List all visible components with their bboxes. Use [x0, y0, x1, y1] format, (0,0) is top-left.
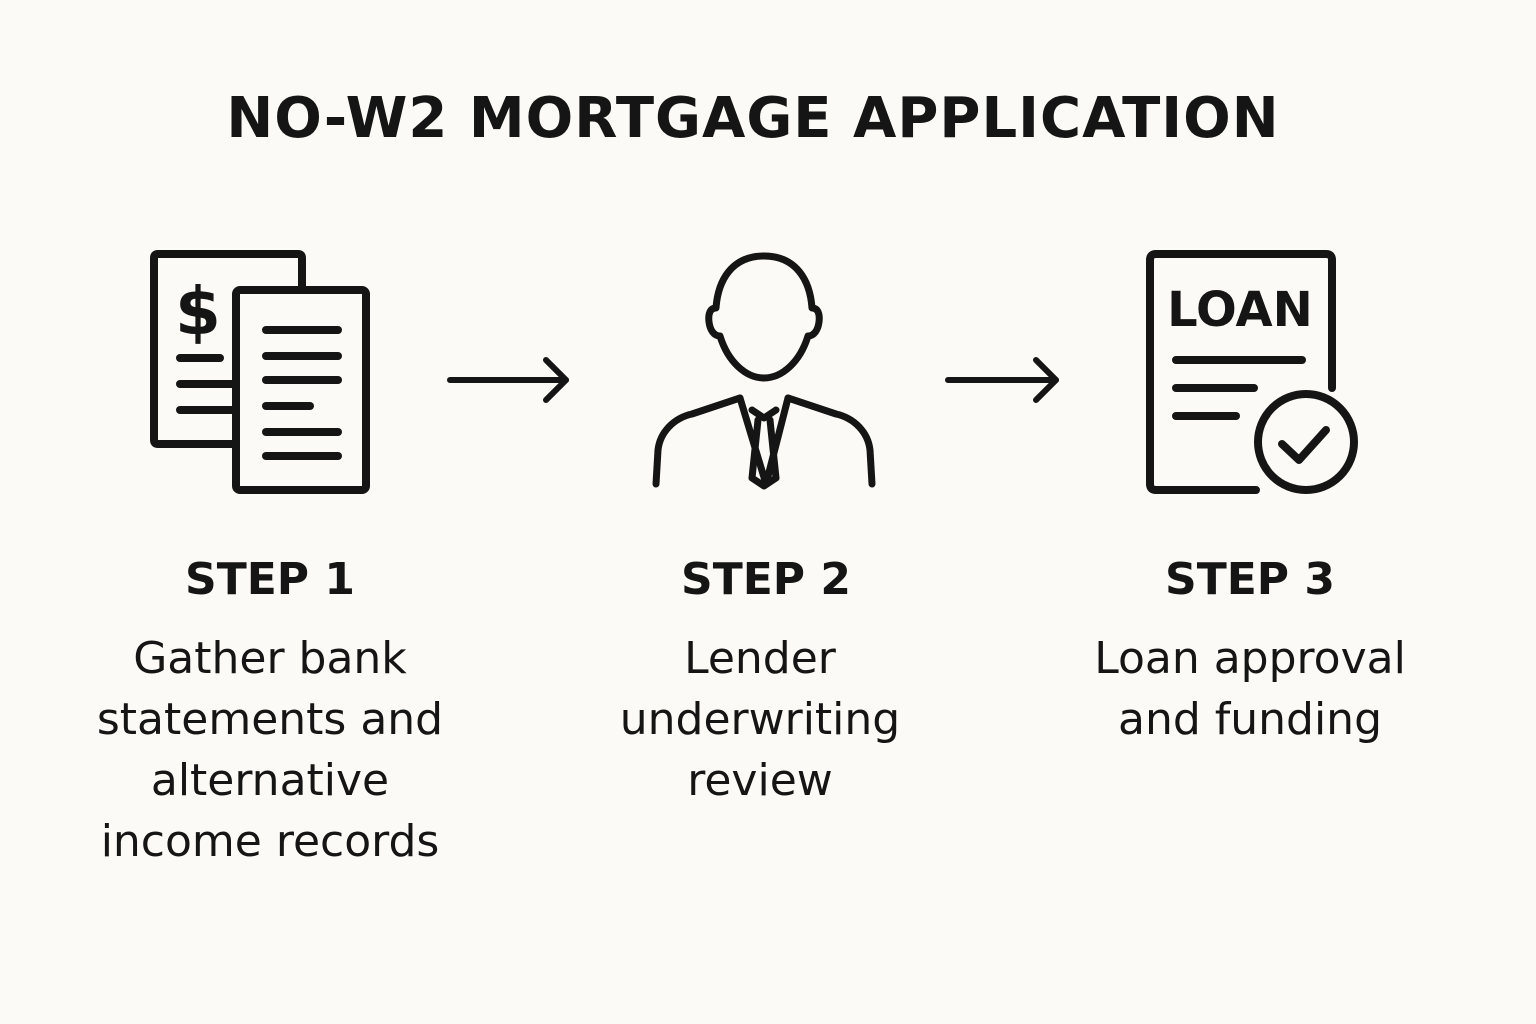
step-2-description: Lender underwriting review [619, 633, 901, 806]
loan-approved-document-icon: LOAN [1144, 248, 1364, 498]
step-2-label: STEP 2 [681, 554, 851, 605]
documents-dollar-icon: $ [148, 248, 378, 498]
step-3-description: Loan approval and funding [1094, 633, 1406, 745]
page-title: NO-W2 MORTGAGE APPLICATION [226, 86, 1280, 151]
loan-icon-text: LOAN [1167, 282, 1313, 338]
right-arrow-icon [446, 356, 576, 410]
step-1-description: Gather bank statements and alternative i… [96, 633, 444, 867]
svg-text:$: $ [175, 273, 221, 350]
step-3-label: STEP 3 [1165, 554, 1335, 605]
lender-person-icon [652, 250, 876, 490]
right-arrow-icon [944, 356, 1074, 410]
step-1-label: STEP 1 [185, 554, 355, 605]
